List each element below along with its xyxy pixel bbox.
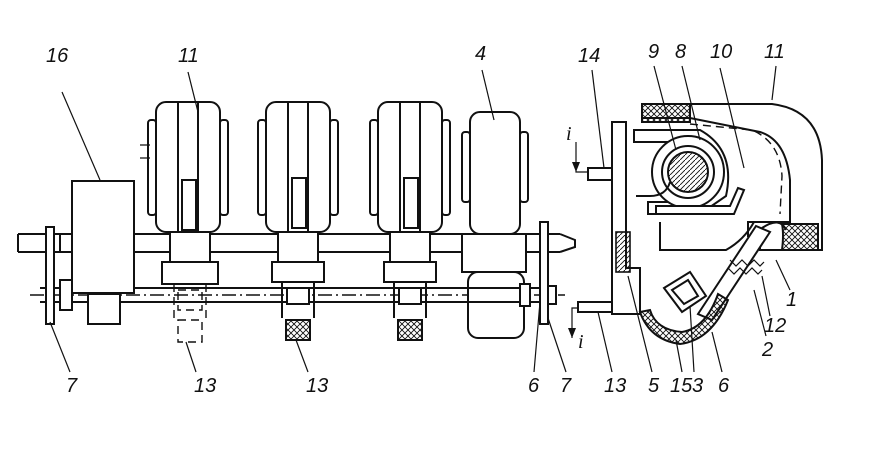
- callout-15: 15: [670, 375, 693, 397]
- callout-7-right: 7: [560, 375, 572, 397]
- callout-3: 3: [692, 375, 703, 397]
- callout-6-left: 6: [528, 375, 540, 397]
- callout-6-right: 6: [718, 375, 730, 397]
- coil-unit-1: [140, 101, 229, 343]
- end-flange-right: [530, 221, 557, 325]
- armature-10: [636, 181, 755, 251]
- callout-11-left: 11: [178, 45, 199, 67]
- fixed-contact-3: [662, 270, 708, 314]
- callout-labels: 16 11 4 14 9 8 10 11 i 1 12 2 i 7 13 13 …: [46, 41, 797, 397]
- coil-unit-2: [257, 101, 339, 341]
- current-arrows: [568, 142, 588, 338]
- leaders-right: [591, 65, 791, 373]
- terminal-14: [587, 167, 613, 181]
- callout-8: 8: [675, 41, 686, 63]
- callout-7-left: 7: [66, 375, 78, 397]
- spring-12: [727, 259, 765, 275]
- base-plate: [611, 121, 641, 315]
- callout-5: 5: [648, 375, 660, 397]
- callout-13-c: 13: [604, 375, 626, 397]
- callout-16: 16: [46, 45, 69, 67]
- callout-13-a: 13: [194, 375, 216, 397]
- callout-14: 14: [578, 45, 600, 67]
- arc-chute-15: [638, 292, 730, 346]
- callout-2: 2: [761, 339, 773, 361]
- end-flange-left: [45, 226, 73, 325]
- callout-10: 10: [710, 41, 732, 63]
- block-16: [71, 180, 135, 325]
- callout-9: 9: [648, 41, 659, 63]
- callout-11-right: 11: [764, 41, 785, 63]
- current-label-out: i: [578, 331, 584, 353]
- terminal-13: [577, 301, 613, 313]
- callout-1: 1: [786, 289, 797, 311]
- front-view: [17, 69, 576, 373]
- callout-12: 12: [764, 315, 786, 337]
- callout-13-b: 13: [306, 375, 328, 397]
- coil-unit-3: [369, 101, 451, 341]
- leaders-left: [49, 69, 567, 373]
- side-section-view: [568, 65, 823, 373]
- drive-unit-4: [461, 111, 531, 339]
- core-9: [667, 151, 709, 193]
- current-label-in: i: [566, 123, 572, 145]
- callout-4: 4: [475, 43, 486, 65]
- housing-11: [641, 103, 823, 251]
